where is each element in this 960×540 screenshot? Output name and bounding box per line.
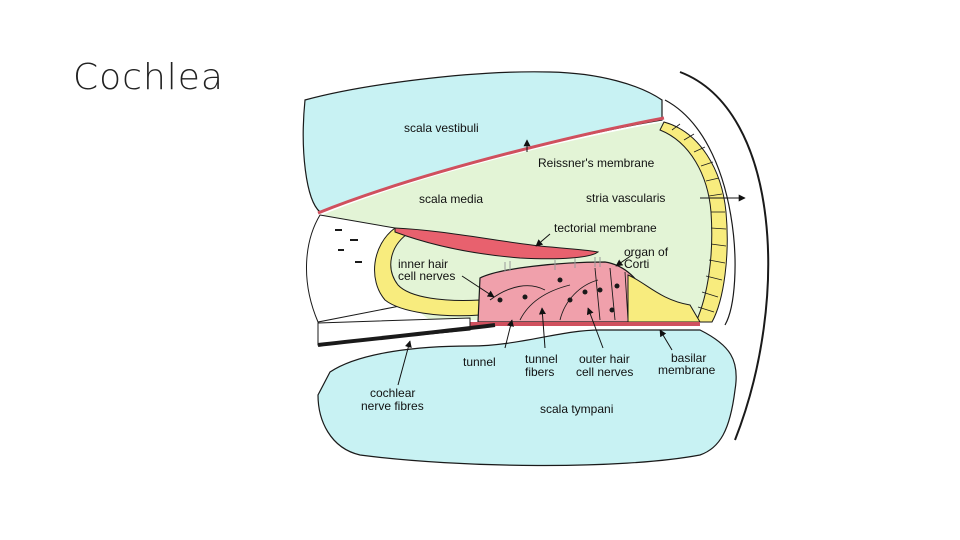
limbus-dashes — [335, 229, 362, 263]
scala-tympani-region — [317, 329, 737, 467]
label-scala-tympani: scala tympani — [540, 402, 613, 416]
supporting-cells-right — [627, 274, 701, 323]
stria-cell-dividers — [671, 123, 727, 313]
hair-cell-stereocilia — [504, 257, 601, 272]
label-basilar-2: membrane — [658, 363, 716, 377]
label-reissners-membrane: Reissner's membrane — [538, 156, 655, 170]
label-inner-hair-1: inner hair — [398, 257, 448, 271]
label-outer-hair-2: cell nerves — [576, 365, 633, 379]
label-cochlear-2: nerve fibres — [361, 399, 424, 413]
label-organ-of-corti-1: organ of — [624, 245, 669, 259]
hair-cell-nuclei — [497, 277, 620, 313]
label-organ-of-corti-2: Corti — [624, 257, 649, 271]
label-tunnel-fibers-2: fibers — [525, 365, 554, 379]
reissners-membrane — [317, 116, 665, 215]
label-basilar-1: basilar — [671, 351, 706, 365]
scala-vestibuli-region — [302, 71, 663, 213]
label-cochlear-1: cochlear — [370, 386, 415, 400]
slide-title: Cochlea — [73, 57, 224, 98]
label-scala-media: scala media — [419, 192, 483, 206]
tectorial-arrow — [535, 233, 551, 247]
label-scala-vestibuli: scala vestibuli — [404, 121, 479, 135]
corti-arrow — [615, 254, 633, 267]
label-stria-vascularis: stria vascularis — [586, 191, 665, 205]
stria-vascularis-band — [659, 121, 728, 323]
label-outer-hair-1: outer hair — [579, 352, 630, 366]
tunnel-fibers-arrow — [538, 307, 546, 349]
basilar-arrow — [659, 329, 673, 351]
label-tunnel-fibers-1: tunnel — [525, 352, 558, 366]
bony-wall-outer — [679, 71, 770, 441]
inner-hair-arrow — [461, 275, 495, 298]
label-tunnel: tunnel — [463, 355, 496, 369]
label-tectorial-membrane: tectorial membrane — [554, 221, 657, 235]
label-inner-hair-2: cell nerves — [398, 269, 455, 283]
cochlear-nerve-fibres — [317, 323, 496, 347]
tunnel-arrow — [504, 319, 514, 349]
bony-wall-inner — [664, 99, 736, 326]
tectorial-membrane — [394, 227, 600, 260]
cochlear-nerve-arrow — [397, 340, 412, 386]
corti-cell-outlines — [489, 267, 629, 321]
organ-of-corti — [477, 261, 651, 323]
outer-hair-arrow — [586, 307, 604, 349]
